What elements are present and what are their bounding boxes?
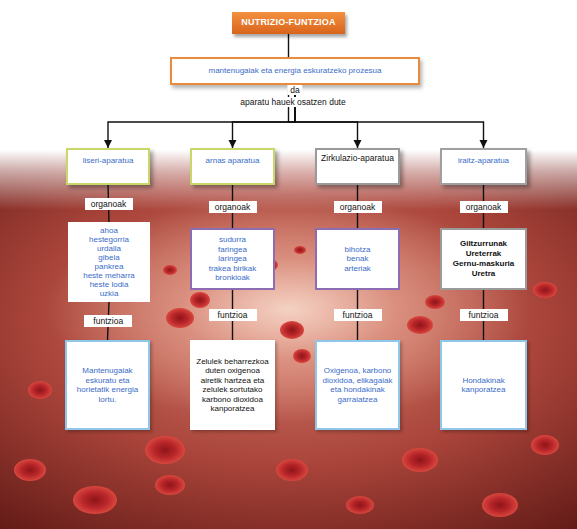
function-box: Mantenugaiak eskuratu eta horietatik ene… [65, 340, 150, 430]
organ-box: sudurrafaringealaringeatrakea birikakbro… [190, 228, 275, 290]
blood-cell [294, 246, 306, 254]
blood-cell [533, 282, 557, 298]
connector [108, 85, 295, 148]
function-box: Oxigenoa, karbono dioxidoa, elikagaiak e… [315, 340, 400, 430]
edge-label: organoak [209, 201, 257, 213]
connector [233, 85, 296, 148]
connector [295, 85, 358, 148]
connector [295, 85, 484, 148]
node-text: pankrea [95, 262, 124, 271]
node-text: gibela [98, 253, 119, 262]
node-text: Oxigenoa, karbono dioxidoa, elikagaiak e… [322, 366, 393, 404]
edge-label: da [287, 85, 302, 95]
blood-cell [166, 308, 194, 328]
system-box: Zirkulazio-aparatua [315, 148, 400, 185]
blood-cell [280, 321, 304, 339]
blood-cell [163, 265, 177, 275]
node-text: Zelulek beharrezkoa duten oxigenoa airet… [196, 357, 269, 414]
edge-label: funtzioa [84, 315, 132, 327]
node-text: hestegorria [89, 235, 129, 244]
blood-cell [531, 435, 559, 455]
function-box: Hondakinak kanporatzea [440, 340, 527, 430]
blood-cell [145, 436, 185, 464]
blood-cell [425, 295, 445, 309]
connector-note: aparatu hauek osatzen dute [237, 97, 348, 107]
node-text: bihotza [345, 245, 371, 255]
node-text: Zirkulazio-aparatua [321, 154, 394, 164]
definition-box: mantenugaiak eta energia eskuratzeko pro… [170, 57, 420, 85]
node-text: NUTRIZIO-FUNTZIOA [241, 18, 335, 28]
node-text: Giltzurrunak [460, 239, 507, 249]
node-text: arnas aparatua [206, 156, 260, 166]
edge-label: funtzioa [209, 309, 257, 321]
node-text: ahoa [100, 226, 118, 235]
node-text: laringea [218, 254, 246, 264]
function-box: Zelulek beharrezkoa duten oxigenoa airet… [190, 340, 275, 430]
edge-label: organoak [85, 198, 133, 210]
blood-cell [190, 292, 210, 308]
blood-cell [346, 496, 374, 514]
node-text: Hondakinak kanporatzea [447, 376, 520, 395]
node-text: Mantenugaiak eskuratu eta horietatik ene… [72, 366, 143, 404]
blood-cell [402, 448, 438, 472]
blood-cell [73, 486, 117, 514]
node-text: heste meharra [83, 271, 135, 280]
system-box: arnas aparatua [190, 148, 275, 185]
organ-box: bihotzabenakarteriak [315, 228, 400, 290]
node-text: arteriak [344, 264, 371, 274]
organ-box: GiltzurrunakUreterrakGernu-maskuriaUretr… [440, 228, 527, 290]
blood-cell [14, 459, 46, 481]
node-text: Ureterrak [466, 249, 502, 259]
edge-label: organoak [460, 201, 508, 213]
node-text: Uretra [472, 269, 496, 279]
blood-cell [293, 349, 311, 363]
node-text: bronkioak [215, 273, 250, 283]
edge-label: organoak [334, 201, 382, 213]
title-banner: NUTRIZIO-FUNTZIOA [232, 12, 345, 34]
blood-cell [482, 493, 518, 517]
blood-cell [407, 316, 433, 334]
edge-label: funtzioa [334, 309, 382, 321]
blood-cell [155, 475, 185, 495]
node-text: uzkia [100, 289, 119, 298]
node-text: mantenugaiak eta energia eskuratzeko pro… [209, 66, 382, 76]
organ-box: ahoahestegorriaurdailagibelapankreaheste… [68, 222, 150, 302]
system-box: liseri-aparatua [66, 148, 150, 185]
node-text: sudurra [219, 235, 246, 245]
node-text: heste lodia [90, 280, 129, 289]
node-text: urdaila [97, 244, 121, 253]
blood-cell [28, 381, 52, 399]
node-text: liseri-aparatua [83, 156, 134, 166]
node-text: faringea [218, 245, 247, 255]
edge-label: funtzioa [460, 309, 508, 321]
node-text: trakea birikak [209, 264, 257, 274]
node-text: benak [347, 254, 369, 264]
system-box: iraitz-aparatua [440, 148, 527, 185]
blood-cell [276, 459, 308, 481]
node-text: iraitz-aparatua [458, 156, 509, 166]
node-text: Gernu-maskuria [453, 259, 514, 269]
